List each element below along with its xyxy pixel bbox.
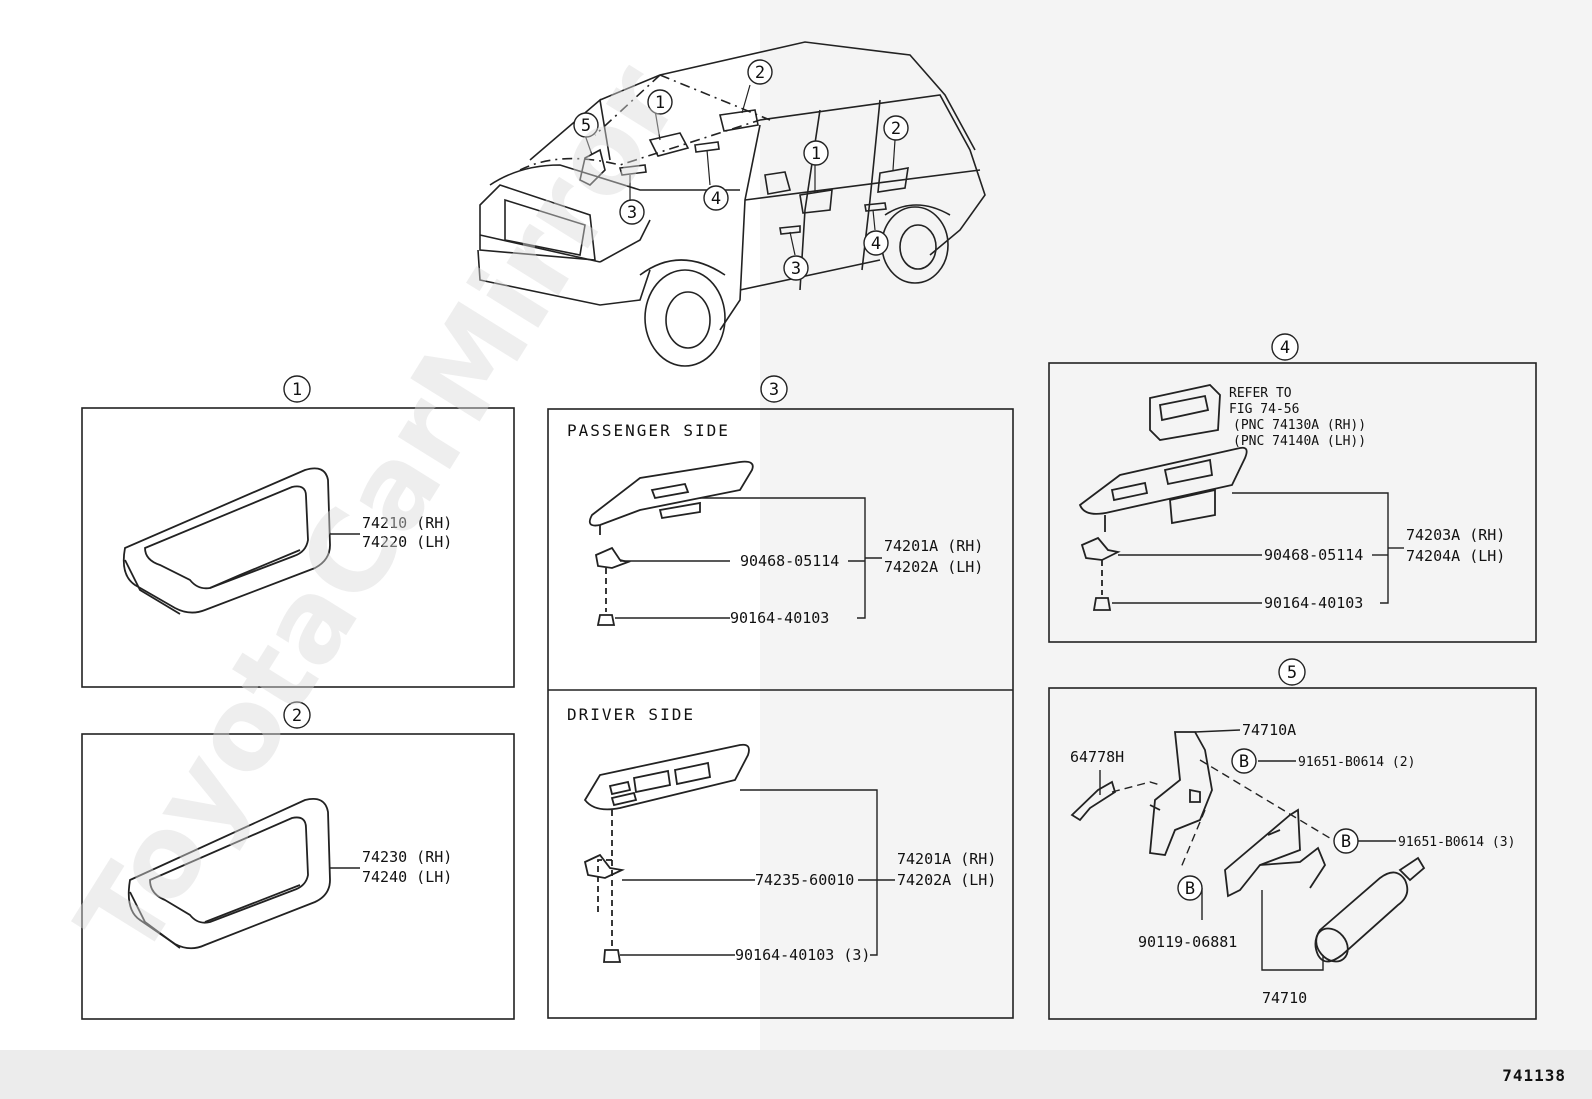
panel-2-index: 2 [292, 706, 302, 726]
callout-4: 4 [711, 189, 721, 209]
part-74202A-d: 74202A (LH) [897, 871, 996, 889]
overview-callout-labels: 1 2 5 3 4 1 2 3 4 [581, 63, 901, 279]
driver-side-title: DRIVER SIDE [567, 705, 695, 724]
b-marker-2: B [1341, 832, 1351, 852]
panel-2: 2 74230 (RH) 74240 (LH) [81, 701, 515, 1020]
part-74202A-p3: 74202A (LH) [884, 558, 983, 576]
figure-number: 741138 [1502, 1066, 1566, 1085]
panel-3: 3 PASSENGER SIDE 90468-05114 90164-40103… [547, 375, 1014, 1019]
overview-callouts [573, 59, 909, 281]
part-74201A-d: 74201A (RH) [897, 850, 996, 868]
panel-4-index: 4 [1280, 338, 1290, 358]
callout-3b: 3 [791, 259, 801, 279]
part-74204A: 74204A (LH) [1406, 547, 1505, 565]
part-90164-40103-p3: 90164-40103 [730, 609, 829, 627]
callout-1: 1 [655, 93, 665, 113]
refer-line-1: REFER TO [1229, 386, 1292, 401]
passenger-side-title: PASSENGER SIDE [567, 421, 730, 440]
b-marker-1: B [1239, 752, 1249, 772]
b-marker-3: B [1185, 879, 1195, 899]
callout-1b: 1 [811, 144, 821, 164]
background-left [0, 0, 760, 1050]
passenger-switch-ref [1149, 384, 1221, 441]
inside-handle-bezel-2 [127, 797, 331, 950]
passenger-switch-base [588, 460, 754, 626]
footer-band [0, 1050, 1592, 1099]
part-74203A: 74203A (RH) [1406, 526, 1505, 544]
part-91651-B0614-3: 91651-B0614 (3) [1398, 835, 1515, 850]
watermark-text: ToyotaCarMirror [53, 43, 705, 979]
vehicle-overview [477, 41, 986, 367]
panel-1: 1 74210 (RH) 74220 (LH) [81, 375, 515, 688]
part-74220: 74220 (LH) [362, 533, 452, 551]
part-74710: 74710 [1262, 989, 1307, 1007]
refer-line-2: FIG 74-56 [1229, 402, 1299, 417]
callout-3: 3 [627, 203, 637, 223]
refer-line-4: (PNC 74140A (LH)) [1233, 434, 1366, 449]
callout-4b: 4 [871, 234, 881, 254]
part-74710A: 74710A [1242, 721, 1296, 739]
part-64778H: 64778H [1070, 748, 1124, 766]
part-90468-05114-p3: 90468-05114 [740, 552, 839, 570]
part-74240: 74240 (LH) [362, 868, 452, 886]
background-right [760, 0, 1592, 1050]
b-markers [1177, 748, 1359, 901]
part-74210: 74210 (RH) [362, 514, 452, 532]
driver-switch-base [583, 743, 750, 963]
panel-5: 5 [1048, 658, 1537, 1020]
mirror-switch-bracket [1070, 731, 1426, 963]
panel-4: 4 REFER TO FIG 74-56 (PNC 74130A (RH)) (… [1048, 333, 1537, 643]
rear-switch-base [1078, 446, 1248, 611]
part-90164-40103-3-d: 90164-40103 (3) [735, 946, 870, 964]
part-90119-06881: 90119-06881 [1138, 933, 1237, 951]
panel-3-index: 3 [769, 380, 779, 400]
part-74201A-p3: 74201A (RH) [884, 537, 983, 555]
refer-line-3: (PNC 74130A (RH)) [1233, 418, 1366, 433]
part-91651-B0614-2: 91651-B0614 (2) [1298, 755, 1415, 770]
part-74235-60010: 74235-60010 [755, 871, 854, 889]
panel-5-dashed [1111, 759, 1339, 871]
part-74230: 74230 (RH) [362, 848, 452, 866]
inside-handle-bezel-1 [122, 467, 331, 615]
callout-2: 2 [755, 63, 765, 83]
callout-5: 5 [581, 116, 591, 136]
part-90468-05114-p4: 90468-05114 [1264, 546, 1363, 564]
callout-2b: 2 [891, 119, 901, 139]
panel-5-index: 5 [1287, 663, 1297, 683]
panel-1-index: 1 [292, 380, 302, 400]
part-90164-40103-p4: 90164-40103 [1264, 594, 1363, 612]
